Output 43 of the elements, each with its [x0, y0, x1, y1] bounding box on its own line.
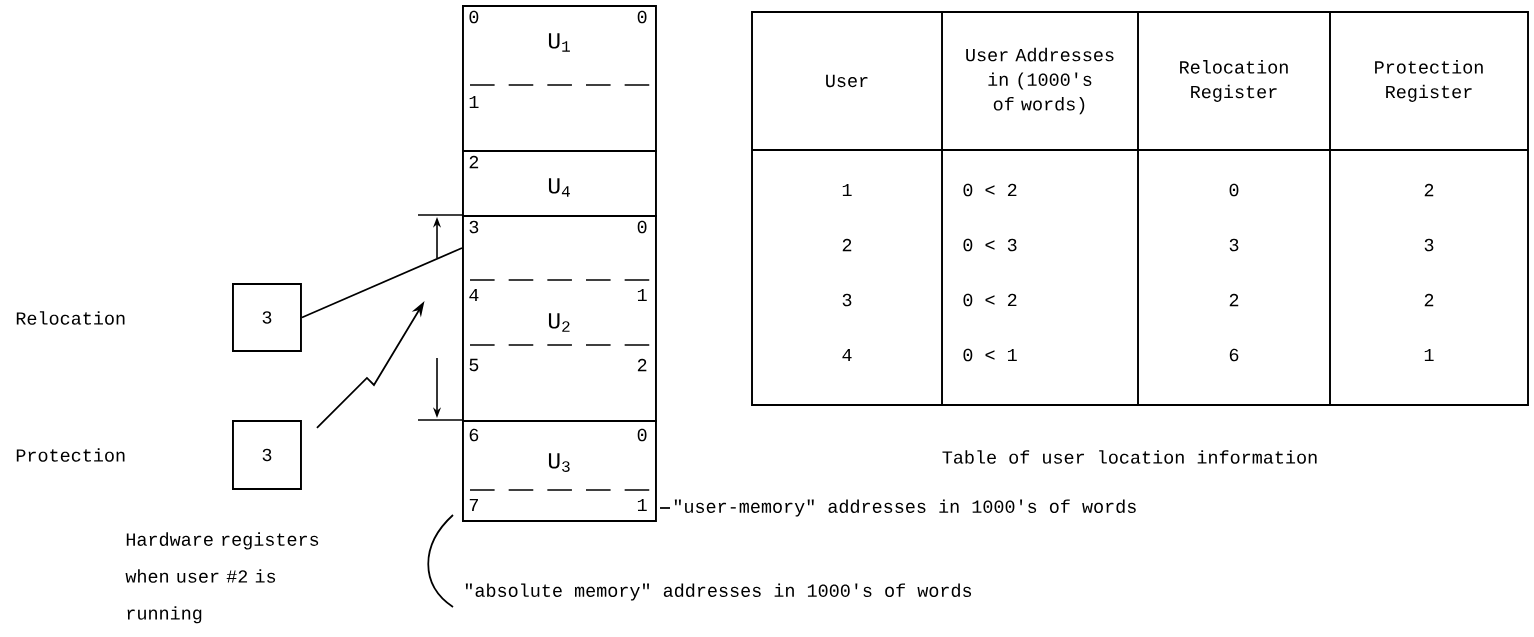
column-header: Protection Register [1375, 60, 1483, 102]
note-text: Hardware registers when user #2 is running [125, 532, 319, 624]
table-value: 2 [1424, 183, 1434, 197]
address-number: 1 [637, 498, 647, 512]
register-label: Protection [16, 448, 125, 462]
table-caption: Table of user location information [942, 450, 1317, 464]
table-value: 3 [842, 293, 852, 307]
register-box: 3 [232, 283, 302, 352]
address-number: 4 [469, 288, 479, 302]
table-value: 0 < 2 [963, 293, 1017, 307]
address-number: 1 [469, 95, 479, 109]
column-header: Relocation Register [1180, 60, 1288, 102]
column-header: User [826, 74, 868, 88]
address-number: 0 [637, 220, 647, 234]
address-number: 0 [469, 10, 479, 24]
table-value: 3 [1229, 238, 1239, 252]
address-number: 3 [469, 220, 479, 234]
table-value: 2 [1229, 293, 1239, 307]
table-value: 2 [842, 238, 852, 252]
table-value: 1 [1424, 348, 1434, 362]
table-value: 1 [842, 183, 852, 197]
column-header: User Addresses in (1000's of words) [966, 47, 1114, 115]
address-number: 5 [469, 358, 479, 372]
table-value: 6 [1229, 348, 1239, 362]
table-value: 2 [1424, 293, 1434, 307]
address-number: 6 [469, 428, 479, 442]
address-number: 2 [637, 358, 647, 372]
table-value: 3 [1424, 238, 1434, 252]
table-value: 0 < 2 [963, 183, 1017, 197]
register-box: 3 [232, 420, 302, 490]
table-value: 0 < 1 [963, 348, 1017, 362]
address-number: 2 [469, 155, 479, 169]
address-number: 1 [637, 288, 647, 302]
address-number: 0 [637, 10, 647, 24]
table-value: 0 [1229, 183, 1239, 197]
axis-note: "absolute memory" addresses in 1000's of words [465, 583, 972, 601]
axis-note: "user-memory" addresses in 1000's of words [674, 499, 1136, 517]
connector [301, 247, 463, 319]
address-number: 0 [637, 428, 647, 442]
table-value: 4 [842, 348, 852, 362]
table-value: 0 < 3 [963, 238, 1017, 252]
address-number: 7 [469, 498, 478, 512]
register-label: Relocation [16, 311, 125, 325]
